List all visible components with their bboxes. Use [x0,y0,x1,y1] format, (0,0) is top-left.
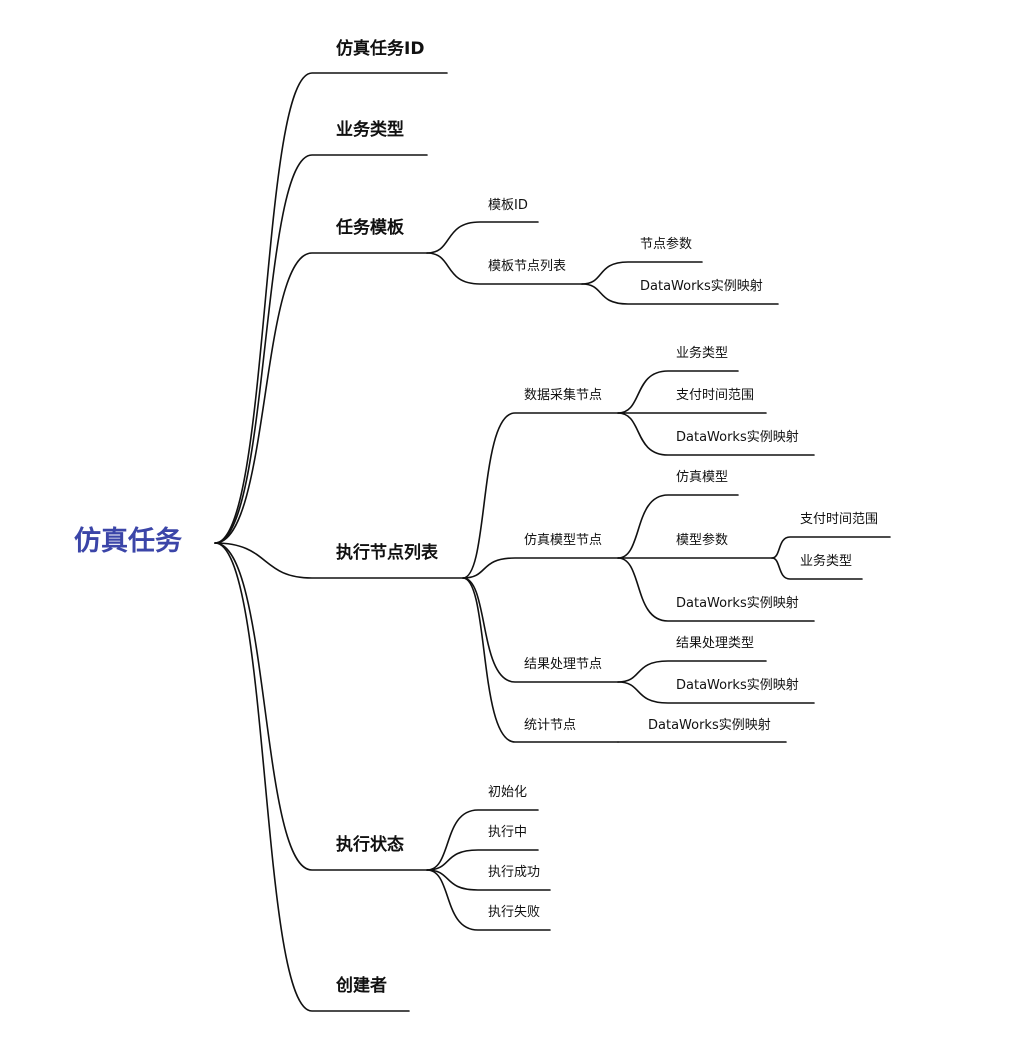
edge-data-collect [462,412,619,579]
edge-task-template [214,252,428,544]
node-rp-dw-mapping: DataWorks实例映射 [676,678,799,693]
node-exec-node-list: 执行节点列表 [336,543,438,563]
node-mp-business-type: 业务类型 [800,554,853,569]
edge-node-params [581,261,703,285]
root-node: 仿真任务 [74,526,182,557]
edge-sm-dw-mapping [617,557,815,622]
edge-sm-model [617,494,739,559]
node-task-id: 仿真任务ID [336,39,425,59]
node-sim-model: 仿真模型节点 [524,533,603,548]
edge-status-failed [426,869,551,931]
node-dc-dw-mapping: DataWorks实例映射 [676,430,799,445]
node-sm-dw-mapping: DataWorks实例映射 [676,596,799,611]
node-dc-pay-time-range: 支付时间范围 [676,388,755,403]
edge-stats [462,577,619,743]
edge-result-proc [462,577,619,683]
edge-exec-node-list [214,542,464,579]
node-business-type: 业务类型 [336,120,404,140]
node-creator: 创建者 [336,976,387,996]
node-status-failed: 执行失败 [488,905,541,920]
node-sm-model: 仿真模型 [676,470,729,485]
edge-mp-pay-time-range [771,536,891,559]
node-data-collect: 数据采集节点 [524,388,603,403]
edge-creator [214,542,410,1012]
edge-rp-result-type [617,660,767,683]
edge-status-success [426,869,551,891]
node-template-dw-mapping: DataWorks实例映射 [640,279,763,294]
node-dc-business-type: 业务类型 [676,346,729,361]
edge-task-id [214,72,448,544]
node-result-proc: 结果处理节点 [524,657,603,672]
node-template-id: 模板ID [488,198,528,213]
edge-dc-business-type [617,370,739,414]
node-sm-model-params: 模型参数 [676,533,729,548]
edge-rp-dw-mapping [617,681,815,704]
edge-business-type [214,154,428,544]
edge-status-running [426,849,539,871]
edge-sim-model [462,557,619,579]
edge-template-node-list [426,252,583,285]
edge-template-id [426,221,539,254]
edge-template-dw-mapping [581,283,779,305]
node-mp-pay-time-range: 支付时间范围 [800,512,879,527]
node-template-node-list: 模板节点列表 [488,259,567,274]
node-status-success: 执行成功 [488,865,541,880]
node-status-init: 初始化 [488,785,528,800]
node-st-dw-mapping: DataWorks实例映射 [648,718,771,733]
edge-mp-business-type [771,557,863,580]
edge-exec-status [214,542,428,871]
node-node-params: 节点参数 [640,237,693,252]
node-status-running: 执行中 [488,825,528,840]
edge-dc-dw-mapping [617,412,815,456]
node-exec-status: 执行状态 [336,835,404,855]
node-stats: 统计节点 [524,718,577,733]
edge-status-init [426,809,539,871]
node-task-template: 任务模板 [336,218,404,238]
node-rp-result-type: 结果处理类型 [676,636,755,651]
